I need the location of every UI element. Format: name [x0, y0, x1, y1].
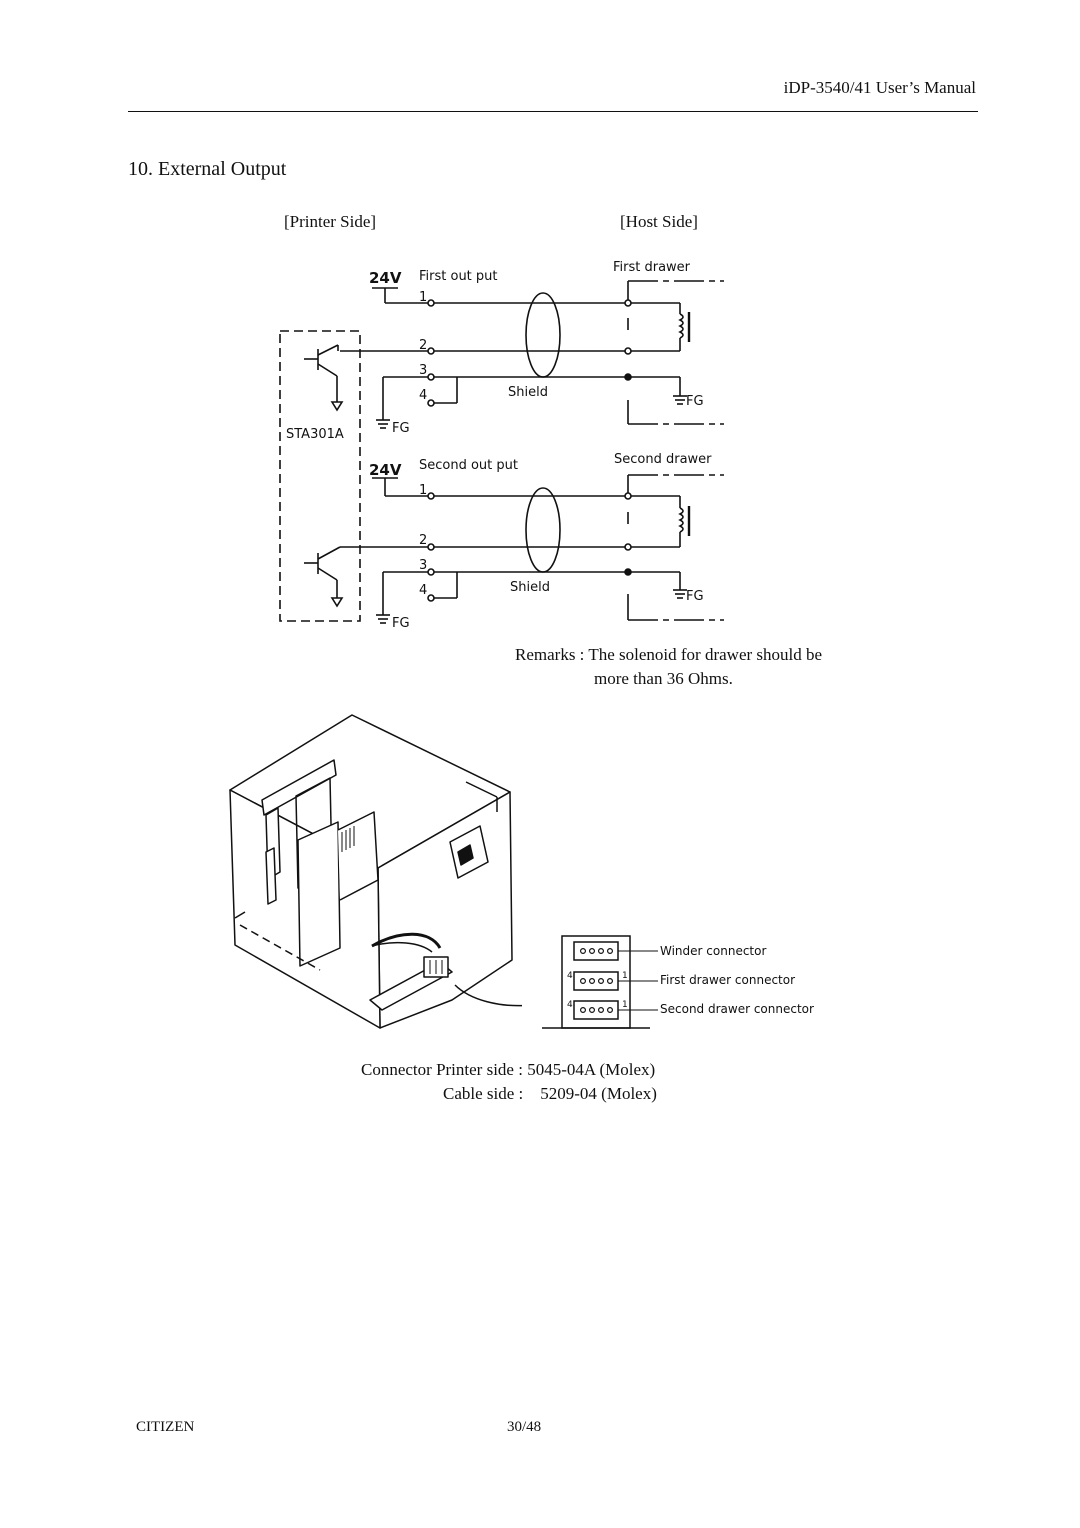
- host-side-label: [Host Side]: [620, 212, 698, 231]
- pin-4-marker-first: 4: [567, 971, 573, 981]
- printer-illustration: [229, 714, 522, 1029]
- connector-panel: 4 1 4 1 Winder connector First drawer co…: [542, 935, 814, 1029]
- remarks-line-1: Remarks : The solenoid for drawer should…: [515, 645, 823, 664]
- pin-2-label: 2: [419, 338, 427, 353]
- connector-printer-side-spec: Connector Printer side : 5045-04A (Molex…: [361, 1060, 656, 1079]
- first-output-label: First out put: [419, 269, 498, 284]
- second-drawer-label: Second drawer: [614, 452, 712, 467]
- pin-4-label-2: 4: [419, 583, 427, 598]
- pin-2-label-2: 2: [419, 533, 427, 548]
- pin-3-label-2: 3: [419, 558, 427, 573]
- footer-page-number: 30/48: [507, 1419, 542, 1435]
- fg-printer-label-1: FG: [392, 421, 410, 436]
- fg-host-label-1: FG: [686, 394, 704, 409]
- pin-1-marker-second: 1: [622, 1000, 628, 1010]
- chip-boundary: [279, 330, 361, 622]
- pin-1-label: 1: [419, 290, 427, 305]
- fg-printer-label-2: FG: [392, 616, 410, 631]
- printer-side-label: [Printer Side]: [284, 212, 377, 231]
- chip-label: STA301A: [286, 427, 344, 442]
- v24-label-1: 24V: [369, 269, 402, 287]
- footer-brand: CITIZEN: [136, 1419, 195, 1435]
- second-drawer-connector-label: Second drawer connector: [660, 1002, 814, 1016]
- wiring-schematic: 24V First out put First drawer 1 2 3 4 S…: [279, 260, 724, 631]
- pin-1-label-2: 1: [419, 483, 427, 498]
- winder-connector-label: Winder connector: [660, 944, 766, 958]
- header-divider: [128, 111, 978, 112]
- first-drawer-label: First drawer: [613, 260, 691, 275]
- connector-cable-side-spec: Cable side : 5209-04 (Molex): [443, 1084, 657, 1103]
- second-output-label: Second out put: [419, 458, 518, 473]
- shield-label-1: Shield: [508, 385, 548, 400]
- first-drawer-connector-label: First drawer connector: [660, 973, 795, 987]
- remarks-line-2: more than 36 Ohms.: [594, 669, 733, 688]
- section-title: 10. External Output: [128, 158, 287, 180]
- pin-4-label: 4: [419, 388, 427, 403]
- pin-4-marker-second: 4: [567, 1000, 573, 1010]
- pin-1-marker-first: 1: [622, 971, 628, 981]
- v24-label-2: 24V: [369, 461, 402, 479]
- fg-host-label-2: FG: [686, 589, 704, 604]
- shield-label-2: Shield: [510, 580, 550, 595]
- header-title: iDP-3540/41 User’s Manual: [783, 78, 976, 97]
- pin-3-label: 3: [419, 363, 427, 378]
